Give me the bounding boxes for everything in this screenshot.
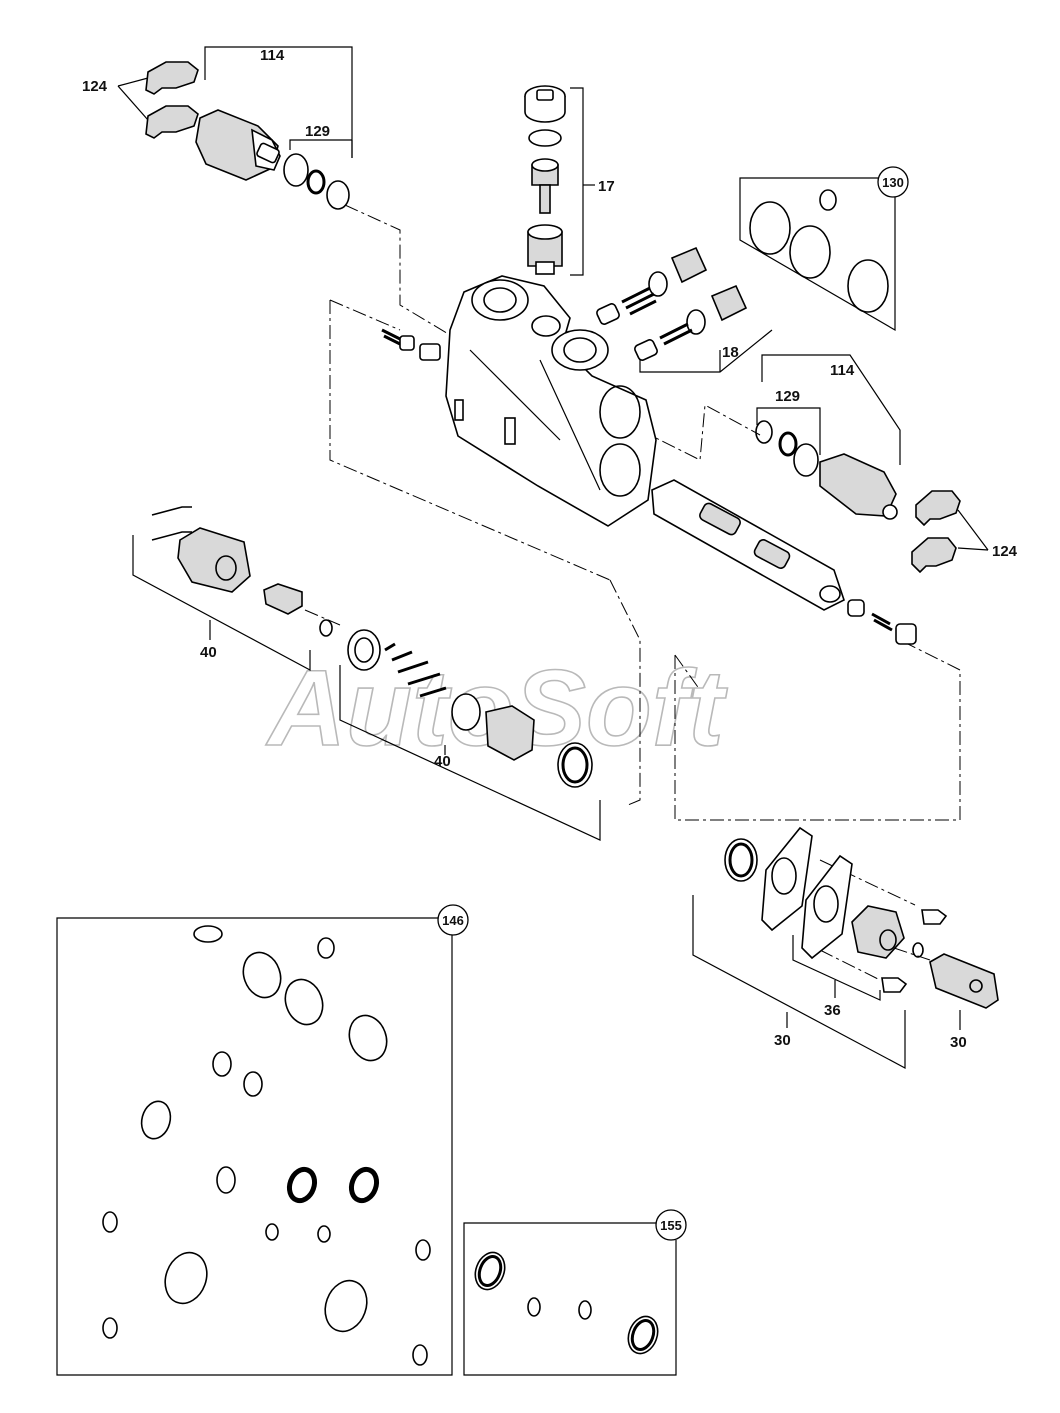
bracket-lines (117, 46, 989, 1069)
spool (651, 479, 917, 645)
check-valves-18 (596, 246, 748, 361)
callout-labels: 114 124 129 17 18 114 129 124 40 40 36 3… (82, 47, 1018, 1241)
relief-valve-right (755, 420, 961, 574)
spring-assembly-40 (151, 506, 593, 788)
seal-kit-155 (463, 1222, 677, 1376)
callout-40-center: 40 (434, 753, 451, 770)
callout-114-right: 114 (830, 362, 855, 379)
plug-stack-17 (524, 85, 566, 275)
callout-circle-130 (877, 166, 909, 198)
gasket-set-130 (749, 189, 889, 313)
callout-30-left: 30 (774, 1032, 791, 1049)
callout-30-right: 30 (950, 1034, 967, 1051)
callout-146: 146 (442, 913, 464, 928)
callout-36: 36 (824, 1002, 841, 1019)
callout-130: 130 (882, 175, 904, 190)
callout-124-right: 124 (992, 543, 1018, 560)
callout-129-right: 129 (775, 388, 800, 405)
cap-assembly-30 (724, 826, 999, 1009)
callout-circle-155 (655, 1209, 687, 1241)
assembly-lines (304, 204, 961, 981)
relief-valve-top-left (145, 61, 350, 210)
callout-17: 17 (598, 178, 615, 195)
callout-155: 155 (660, 1218, 682, 1233)
callout-129-top-left: 129 (305, 123, 330, 140)
callout-114-top-left: 114 (260, 47, 285, 64)
callout-18: 18 (722, 344, 739, 361)
callout-124-top-left: 124 (82, 78, 108, 95)
callout-40-left: 40 (200, 644, 217, 661)
valve-body (381, 275, 657, 527)
callout-circle-146 (437, 904, 469, 936)
seal-kit-146 (56, 917, 453, 1376)
